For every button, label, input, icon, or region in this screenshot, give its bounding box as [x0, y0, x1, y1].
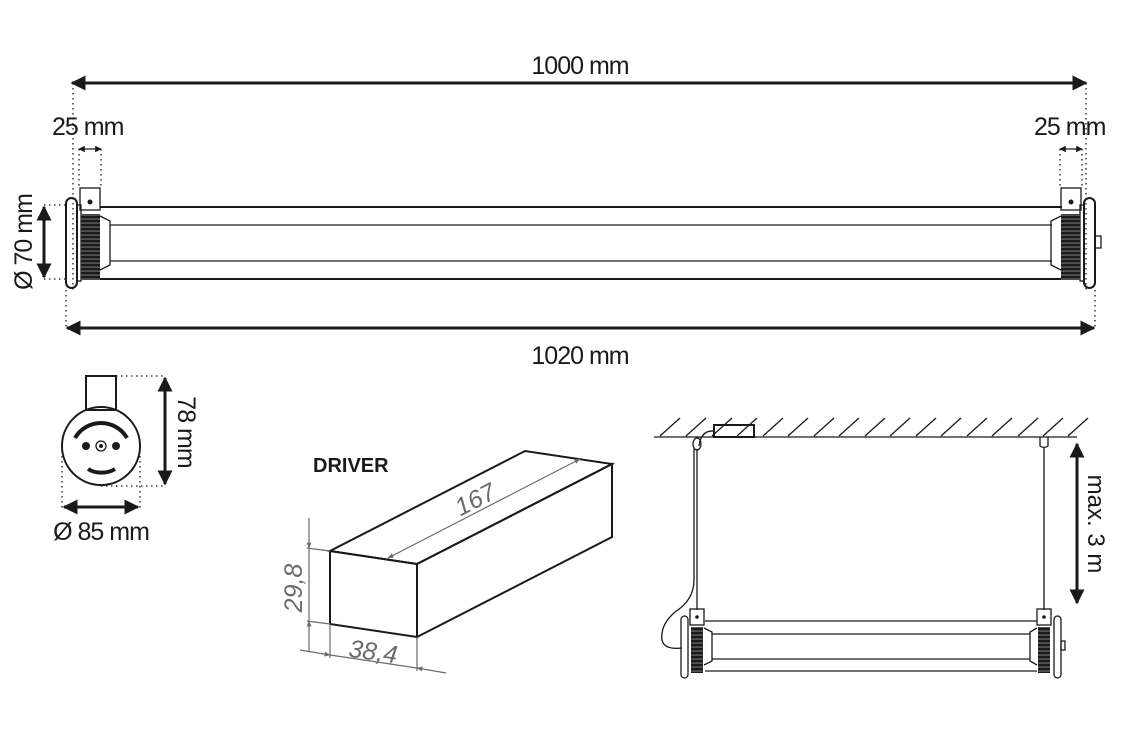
- dimension-25-left-label: 25 mm: [52, 113, 124, 141]
- installation-view: max. 3 m: [654, 417, 1109, 679]
- end-view-diameter-label: Ø 85 mm: [53, 518, 149, 546]
- dimension-diameter-70-label: Ø 70 mm: [10, 194, 38, 290]
- dimension-25-right: 25 mm: [1034, 113, 1107, 188]
- dimension-diameter-70: Ø 70 mm: [10, 194, 66, 290]
- driver-length-label: 167: [450, 477, 501, 521]
- luminaire-front: [65, 187, 1102, 289]
- driver-title: DRIVER: [313, 455, 389, 477]
- driver-height-label: 29,8: [280, 564, 308, 614]
- dimension-25-left: 25 mm: [52, 113, 125, 188]
- luminaire-installed: [680, 608, 1066, 679]
- front-view: 1000 mm 25 mm 25 mm Ø 70 mm: [10, 52, 1107, 370]
- end-view-height-label: 78 mm: [172, 396, 200, 468]
- dimension-1000-label: 1000 mm: [531, 52, 628, 80]
- max-suspension-label: max. 3 m: [1082, 475, 1109, 574]
- dimension-1020-label: 1020 mm: [531, 342, 628, 370]
- dimension-1020: 1020 mm: [65, 290, 1096, 370]
- driver-width-label: 38,4: [347, 635, 399, 670]
- ceiling-hatch: [659, 417, 1089, 437]
- driver-view: DRIVER 167 29,8 38,4: [280, 449, 616, 674]
- end-view: 78 mm Ø 85 mm: [53, 375, 200, 546]
- dimension-25-right-label: 25 mm: [1034, 113, 1106, 141]
- dimension-1000: 1000 mm: [70, 52, 1088, 290]
